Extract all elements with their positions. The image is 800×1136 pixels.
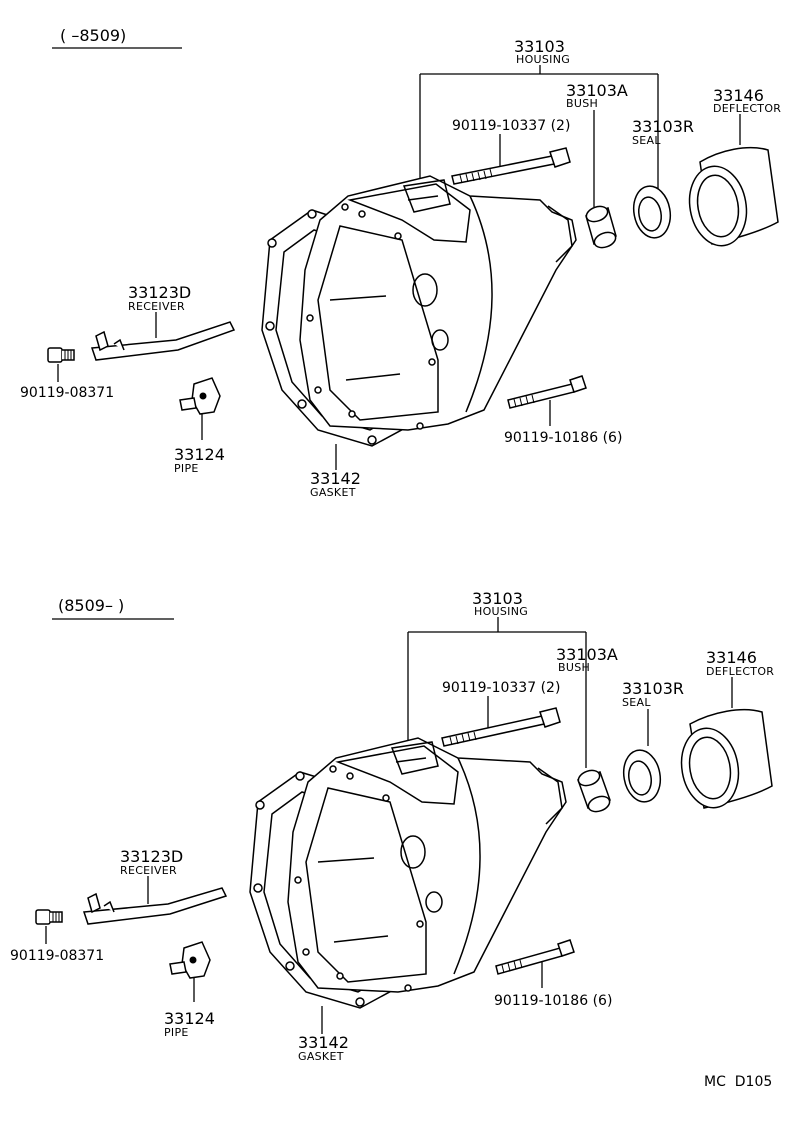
section-2: (8509– ) 33103 HOUSING 33103A BUSH 33103… <box>10 589 774 1063</box>
pipe-name: PIPE <box>164 1026 189 1039</box>
section-1: ( –8509) 33103 HOUSING 33103A BUSH 33103… <box>20 26 781 499</box>
long-bolt-drawing <box>441 707 561 747</box>
long-bolt-drawing <box>451 147 571 185</box>
pipe-drawing <box>169 941 211 979</box>
receiver-part-number: 33123D <box>120 847 183 866</box>
long-bolt-part-number: 90119-10337 (2) <box>442 680 560 696</box>
lower-bolt-part-number: 90119-10186 (6) <box>494 993 612 1009</box>
receiver-name: RECEIVER <box>120 864 177 877</box>
gasket-name: GASKET <box>298 1050 344 1063</box>
deflector-drawing <box>680 708 773 809</box>
deflector-part-number: 33146 <box>706 648 757 667</box>
deflector-drawing <box>688 146 779 247</box>
seal-drawing <box>632 185 672 239</box>
housing-part-number: 33103 <box>514 37 565 56</box>
housing-drawing <box>299 175 577 431</box>
gasket-name: GASKET <box>310 486 356 499</box>
seal-part-number: 33103R <box>632 117 694 136</box>
seal-name: SEAL <box>622 696 651 709</box>
long-bolt-part-number: 90119-10337 (2) <box>452 118 570 134</box>
housing-leader <box>419 65 659 190</box>
receiver-part-number: 33123D <box>128 283 191 302</box>
receiver-drawing <box>90 321 236 361</box>
bush-part-number: 33103A <box>556 645 618 664</box>
seal-name: SEAL <box>632 134 661 147</box>
deflector-name: DEFLECTOR <box>706 665 774 678</box>
bush-name: BUSH <box>558 661 590 674</box>
period-label: (8509– ) <box>58 596 124 615</box>
pipe-name: PIPE <box>174 462 199 475</box>
housing-leader <box>407 617 587 768</box>
small-bolt-drawing <box>35 909 63 925</box>
housing-part-number: 33103 <box>472 589 523 608</box>
housing-name: HOUSING <box>474 605 528 618</box>
small-bolt-part-number: 90119-08371 <box>20 385 114 401</box>
lower-bolt-drawing <box>507 375 587 409</box>
period-label: ( –8509) <box>60 26 126 45</box>
deflector-part-number: 33146 <box>713 86 764 105</box>
bush-drawing <box>577 769 611 813</box>
diagram-code: MC D105 <box>704 1074 772 1090</box>
deflector-name: DEFLECTOR <box>713 102 781 115</box>
receiver-drawing <box>82 887 228 925</box>
housing-name: HOUSING <box>516 53 570 66</box>
gasket-part-number: 33142 <box>310 469 361 488</box>
pipe-drawing <box>179 377 221 415</box>
receiver-name: RECEIVER <box>128 300 185 313</box>
pipe-part-number: 33124 <box>164 1009 215 1028</box>
small-bolt-part-number: 90119-08371 <box>10 948 104 964</box>
bush-part-number: 33103A <box>566 81 628 100</box>
gasket-part-number: 33142 <box>298 1033 349 1052</box>
lower-bolt-drawing <box>495 939 575 975</box>
bush-drawing <box>585 205 617 249</box>
small-bolt-drawing <box>47 347 75 363</box>
lower-bolt-part-number: 90119-10186 (6) <box>504 430 622 446</box>
housing-drawing <box>287 737 567 993</box>
seal-part-number: 33103R <box>622 679 684 698</box>
bush-name: BUSH <box>566 97 598 110</box>
seal-drawing <box>622 749 662 803</box>
pipe-part-number: 33124 <box>174 445 225 464</box>
